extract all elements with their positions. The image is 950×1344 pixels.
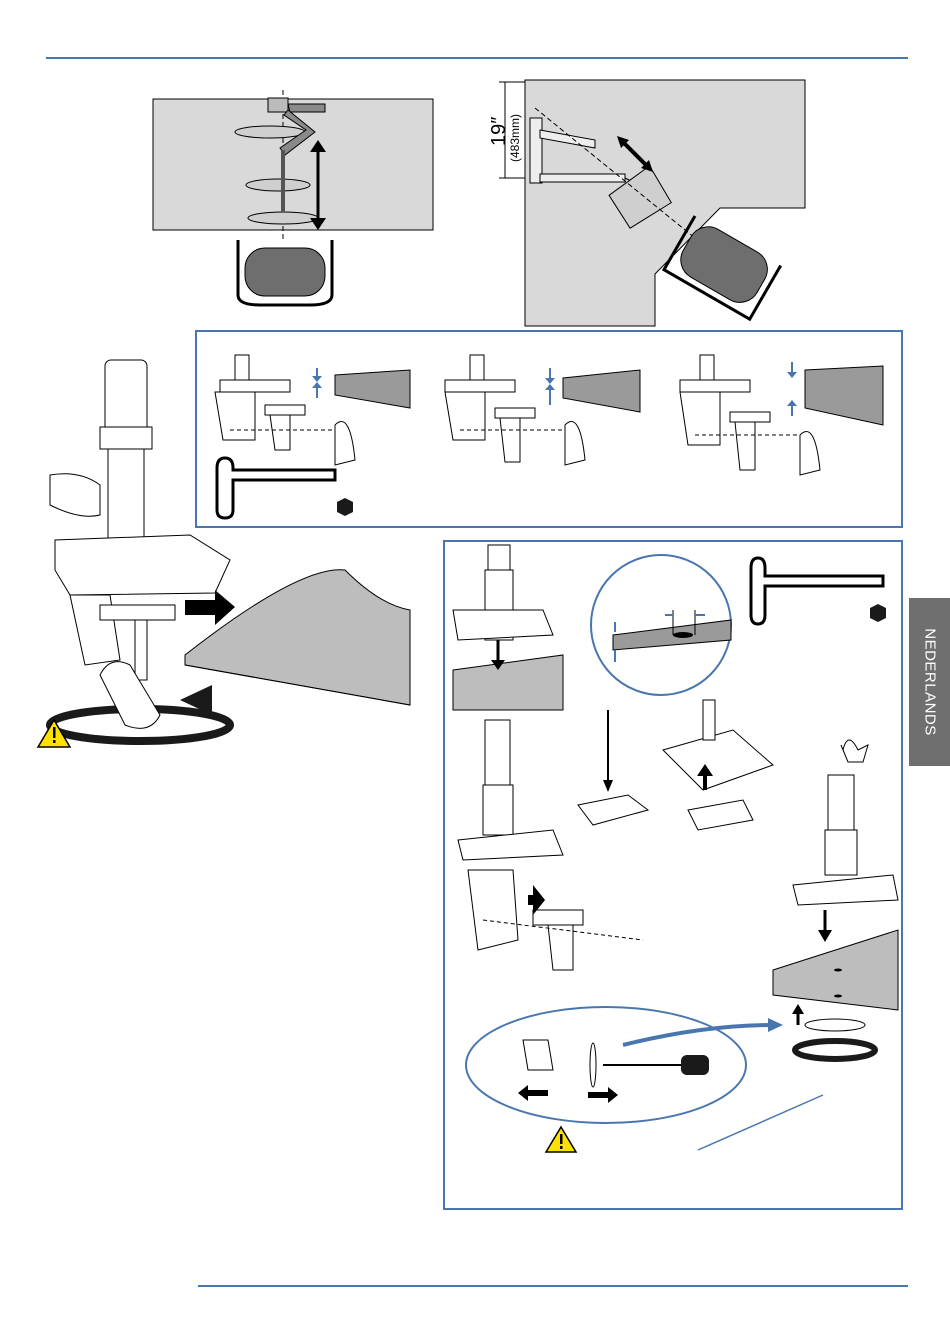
clamp-option-3 (680, 355, 883, 475)
bottom-rule (198, 1285, 908, 1287)
desk-reach-figure: 19″ (483mm) (495, 78, 815, 328)
top-rule (46, 57, 908, 59)
reach-height-label: 19″ (488, 117, 510, 146)
reach-height-metric: (483mm) (508, 114, 522, 162)
pole-install-figure (40, 355, 420, 785)
language-tab[interactable]: NEDERLANDS (909, 598, 950, 766)
language-tab-label: NEDERLANDS (921, 628, 938, 736)
grommet-install-figure (443, 540, 903, 1210)
clamp-option-2 (445, 355, 640, 465)
height-adjust-figure (150, 90, 440, 310)
